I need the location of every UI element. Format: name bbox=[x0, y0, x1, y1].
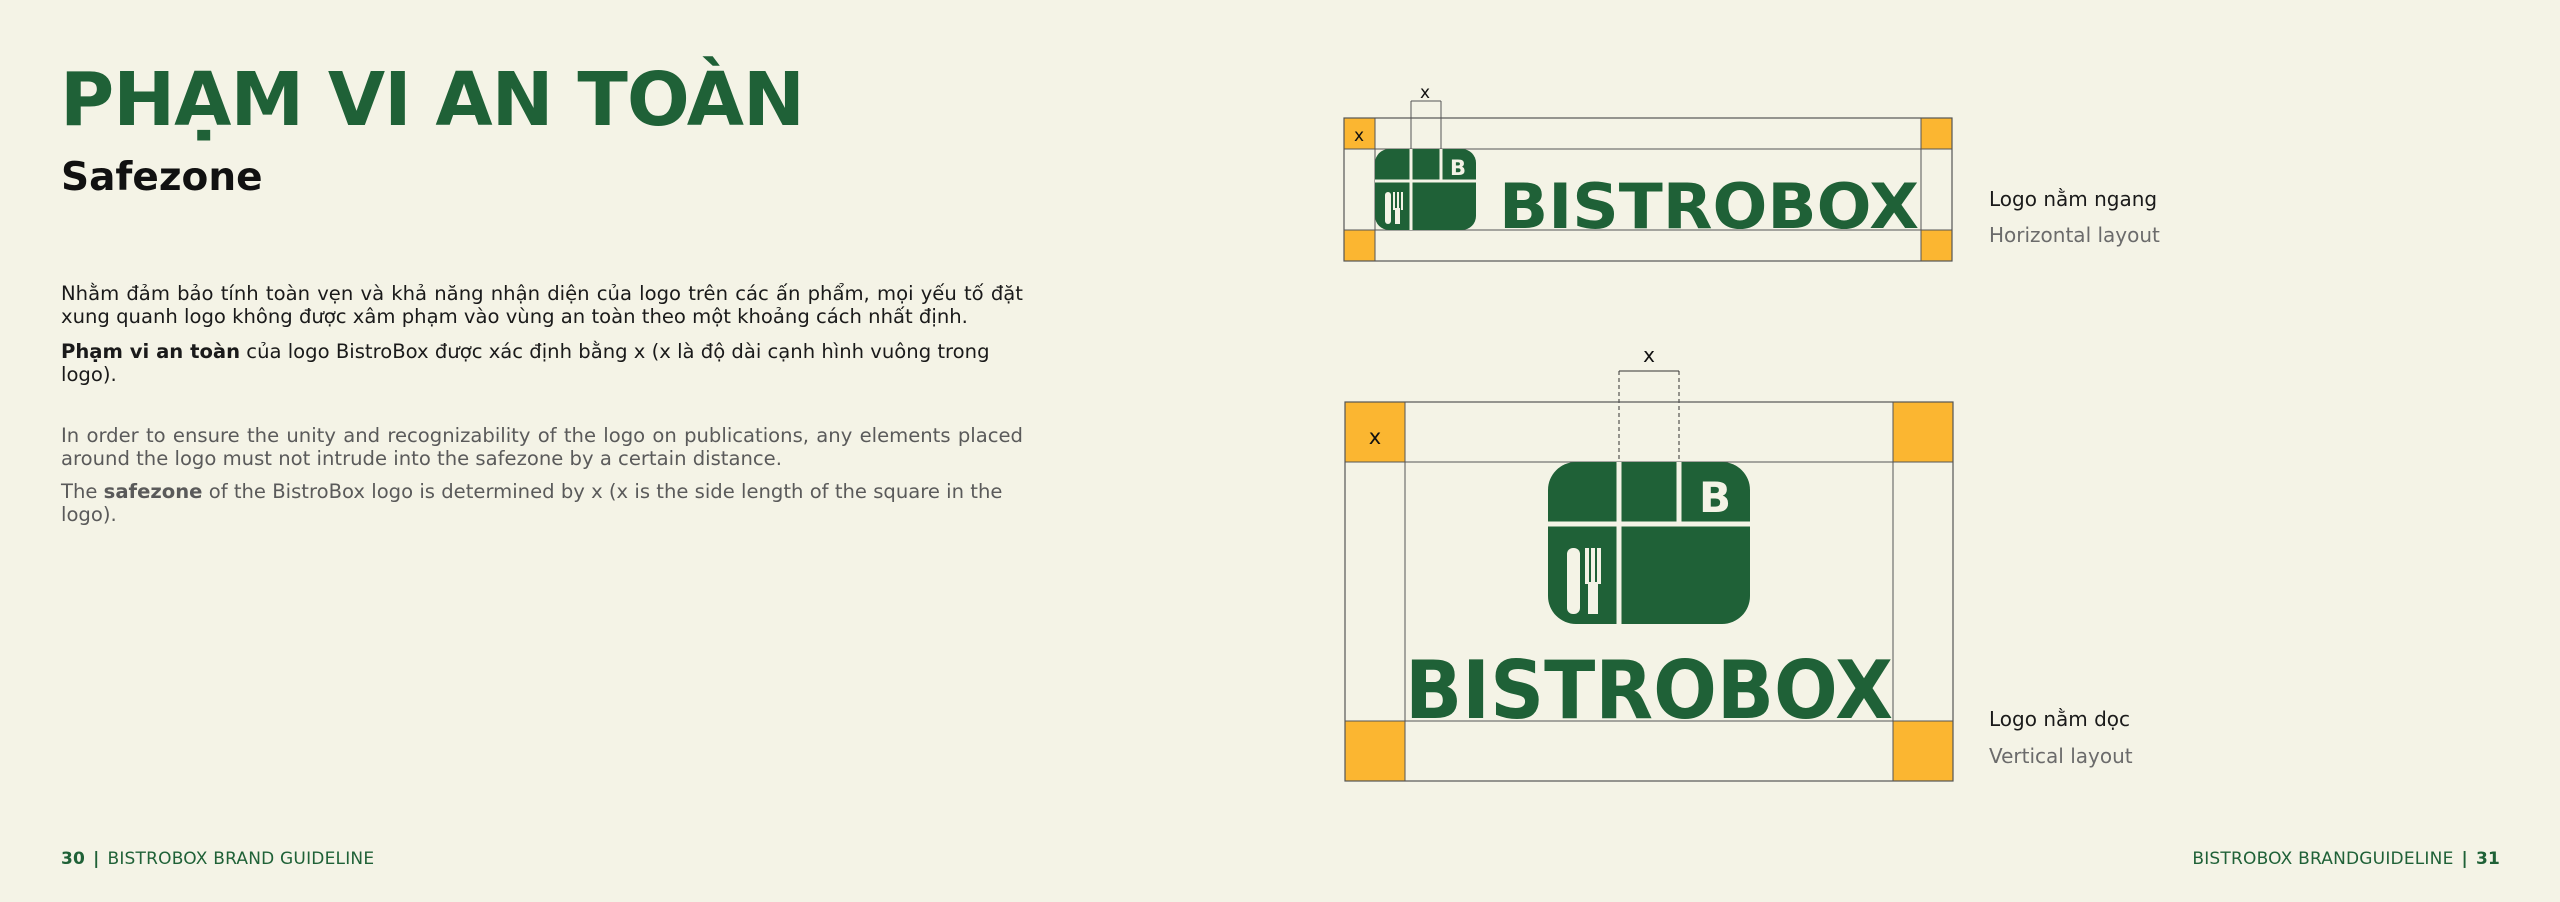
safezone-corner bbox=[1921, 230, 1952, 261]
horizontal-caption-vi: Logo nằm ngang bbox=[1989, 187, 2158, 211]
safezone-corner bbox=[1893, 721, 1953, 781]
page-number-left: 30 bbox=[61, 849, 86, 869]
en-rule-prefix: The bbox=[61, 480, 104, 503]
vi-safezone-rule: Phạm vi an toàn của logo BistroBox được … bbox=[61, 340, 1023, 386]
vi-rule-bold: Phạm vi an toàn bbox=[61, 340, 241, 363]
page-subtitle: Safezone bbox=[61, 155, 263, 200]
vertical-safezone-diagram: x x B BISTROBOX bbox=[1344, 343, 1954, 782]
vertical-caption-vi: Logo nằm dọc bbox=[1989, 707, 2131, 731]
bistrobox-wordmark: BISTROBOX bbox=[1405, 644, 1893, 737]
safezone-outer-frame bbox=[1343, 117, 1953, 262]
dimension-x-label: x bbox=[1643, 343, 1655, 367]
safezone-outer-frame bbox=[1344, 401, 1954, 782]
knife-icon bbox=[1567, 548, 1580, 614]
safezone-corner bbox=[1921, 118, 1952, 149]
dimension-x-label: x bbox=[1420, 83, 1430, 103]
corner-x-label: x bbox=[1354, 126, 1364, 146]
footer-left-text: BISTROBOX BRAND GUIDELINE bbox=[107, 849, 375, 869]
vertical-caption-en: Vertical layout bbox=[1989, 744, 2133, 768]
safezone-corner bbox=[1344, 230, 1375, 261]
en-safezone-rule: The safezone of the BistroBox logo is de… bbox=[61, 480, 1023, 526]
horizontal-caption-en: Horizontal layout bbox=[1989, 223, 2160, 247]
bistrobox-logo-icon: B bbox=[1548, 462, 1750, 624]
page-title: PHẠM VI AN TOÀN bbox=[60, 57, 805, 143]
corner-x-label: x bbox=[1369, 425, 1381, 449]
bistrobox-wordmark: BISTROBOX bbox=[1499, 170, 1919, 243]
bistrobox-logo-icon: B bbox=[1375, 149, 1476, 230]
footer-separator: | bbox=[93, 849, 100, 869]
safezone-corner bbox=[1344, 118, 1375, 149]
svg-text:B: B bbox=[1450, 156, 1466, 180]
svg-text:B: B bbox=[1699, 473, 1731, 522]
safezone-corner bbox=[1345, 402, 1405, 462]
en-rule-text: of the BistroBox logo is determined by x… bbox=[61, 480, 1003, 526]
en-paragraph: In order to ensure the unity and recogni… bbox=[61, 424, 1023, 470]
footer-right-text: BISTROBOX BRANDGUIDELINE bbox=[2192, 849, 2454, 869]
vi-rule-text: của logo BistroBox được xác định bằng x … bbox=[61, 340, 990, 386]
fork-icon bbox=[1585, 548, 1601, 614]
footer-left: 30 | BISTROBOX BRAND GUIDELINE bbox=[61, 849, 374, 869]
safezone-corner bbox=[1345, 721, 1405, 781]
horizontal-safezone-diagram: x x B BISTROBOX bbox=[1343, 83, 1953, 262]
footer-separator: | bbox=[2461, 849, 2468, 869]
vi-paragraph: Nhằm đảm bảo tính toàn vẹn và khả năng n… bbox=[61, 282, 1023, 328]
fork-icon bbox=[1393, 192, 1403, 224]
footer-right: BISTROBOX BRANDGUIDELINE | 31 bbox=[2192, 849, 2500, 869]
en-rule-bold: safezone bbox=[103, 480, 203, 503]
safezone-corner bbox=[1893, 402, 1953, 462]
knife-icon bbox=[1385, 192, 1391, 224]
page-number-right: 31 bbox=[2475, 849, 2500, 869]
